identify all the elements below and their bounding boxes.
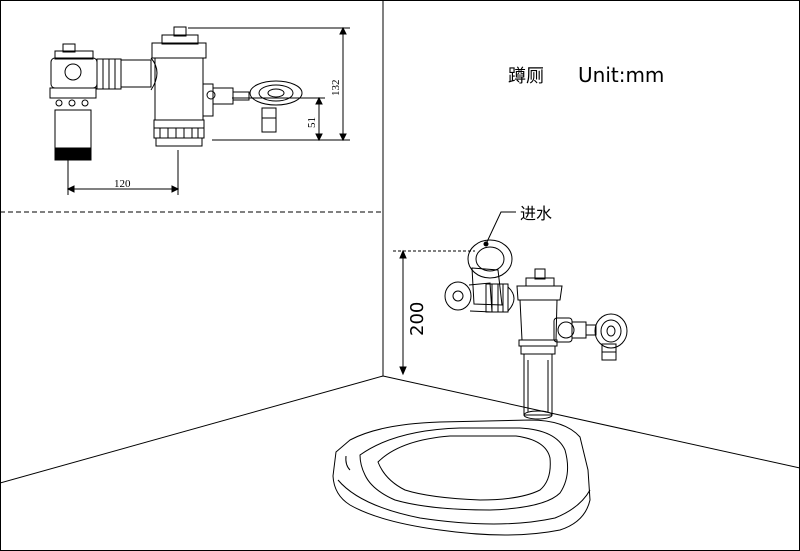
water-inlet-label: 进水 <box>520 204 552 223</box>
fixture-type-label: 蹲厕 <box>508 66 544 87</box>
installed-flush-valve <box>444 239 628 420</box>
dim-120-label: 120 <box>114 178 131 190</box>
unit-label: Unit:mm <box>578 63 664 87</box>
dim-132-label: 132 <box>330 80 342 97</box>
dim-51-label: 51 <box>306 117 318 128</box>
height-200-dimension <box>393 249 475 376</box>
thread-block <box>54 147 92 161</box>
water-inlet-leader <box>483 211 516 247</box>
valve-elevation-detail <box>49 26 303 161</box>
dim-200-label: 200 <box>407 302 428 336</box>
floor-left-edge <box>0 375 384 484</box>
floor-right-edge <box>382 375 800 469</box>
squat-toilet-pan <box>332 419 591 536</box>
detail-dimensions <box>66 26 350 195</box>
